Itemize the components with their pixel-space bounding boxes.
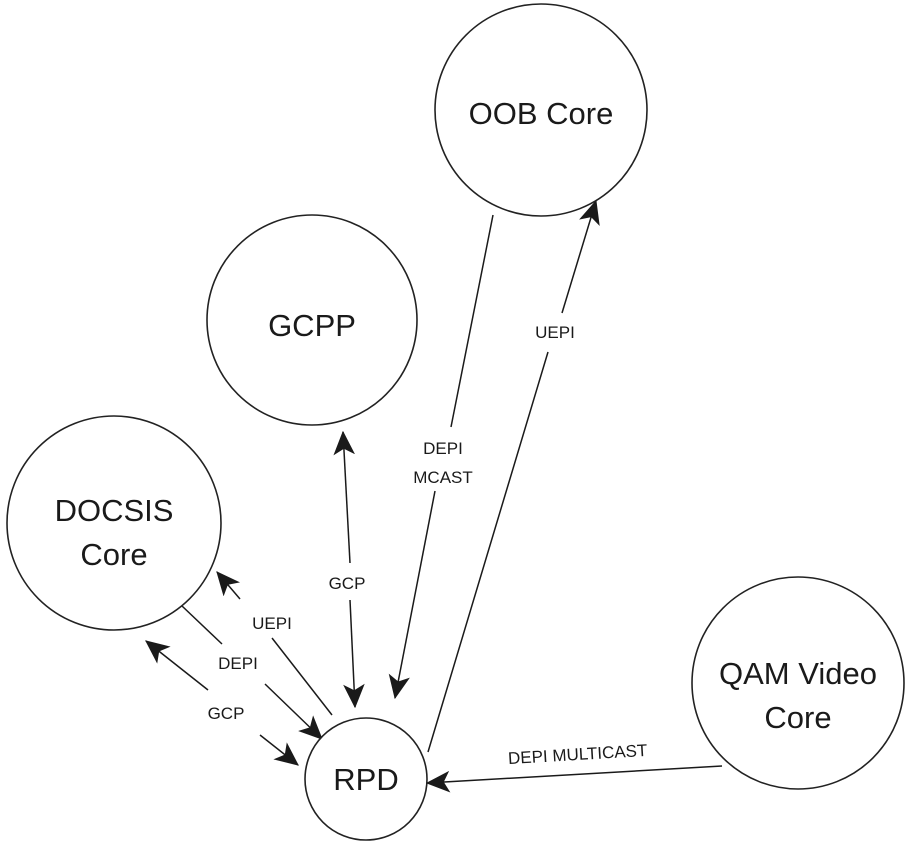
edge-rpd-uepi-oob[interactable]: UEPI — [427, 199, 600, 753]
node-docsis-core[interactable]: DOCSIS Core — [6, 415, 222, 631]
edge-label-oob-depi-mcast-1: DEPI — [423, 439, 463, 458]
edge-rpd-uepi-docsis-line-b — [271, 637, 333, 716]
node-docsis-core-label-2: Core — [80, 537, 147, 572]
edge-label-qam-depi-multicast: DEPI MULTICAST — [507, 741, 647, 768]
node-oob-core-circle — [434, 3, 648, 217]
edges: GCP DEPI UEPI GCP DEPI MCAST — [145, 199, 723, 793]
edge-rpd-uepi-docsis-line-a — [216, 571, 241, 600]
node-docsis-core-circle — [6, 415, 222, 631]
node-qam-video-core-circle — [691, 576, 905, 790]
edge-docsis-gcp-line-a — [145, 640, 209, 691]
edge-docsis-gcp-line-b — [259, 734, 299, 766]
edge-qam-depi-multicast-line — [425, 765, 723, 793]
node-docsis-core-label-1: DOCSIS — [55, 493, 174, 528]
edge-label-oob-depi-mcast-2: MCAST — [413, 468, 473, 487]
node-qam-video-core-label-2: Core — [764, 700, 831, 735]
edge-rpd-uepi-docsis[interactable]: UEPI — [216, 571, 333, 716]
node-oob-core-label: OOB Core — [469, 96, 614, 131]
edge-oob-depi-mcast-line-a — [450, 214, 494, 428]
node-gcpp-label: GCPP — [268, 308, 356, 343]
node-rpd-circle — [304, 717, 428, 841]
node-gcpp[interactable]: GCPP — [206, 214, 418, 426]
edge-gcpp-gcp[interactable]: GCP — [329, 430, 366, 709]
edge-docsis-depi[interactable]: DEPI — [181, 605, 323, 740]
node-gcpp-circle — [206, 214, 418, 426]
edge-qam-depi-multicast[interactable]: DEPI MULTICAST — [425, 741, 723, 793]
edge-rpd-uepi-oob-line-b — [561, 199, 600, 314]
edge-rpd-uepi-oob-line-a — [427, 351, 549, 753]
node-rpd-label: RPD — [333, 762, 398, 797]
edge-label-docsis-depi: DEPI — [218, 654, 258, 673]
node-qam-video-core[interactable]: QAM Video Core — [691, 576, 905, 790]
edge-docsis-gcp[interactable]: GCP — [145, 640, 299, 766]
nodes: OOB Core GCPP DOCSIS Core QAM Video Core… — [6, 3, 905, 841]
edge-docsis-depi-line-b — [264, 683, 323, 740]
edge-label-docsis-gcp: GCP — [208, 704, 245, 723]
edge-docsis-depi-line-a — [181, 605, 223, 645]
edge-label-gcpp-gcp: GCP — [329, 574, 366, 593]
node-qam-video-core-label-1: QAM Video — [719, 656, 877, 691]
node-rpd[interactable]: RPD — [304, 717, 428, 841]
edge-label-rpd-uepi-oob: UEPI — [535, 323, 575, 342]
node-oob-core[interactable]: OOB Core — [434, 3, 648, 217]
edge-gcpp-gcp-line-b — [343, 599, 365, 709]
edge-label-rpd-uepi-docsis: UEPI — [252, 614, 292, 633]
edge-gcpp-gcp-line-a — [333, 430, 356, 564]
edge-oob-depi-mcast-line-b — [388, 490, 436, 700]
edge-oob-depi-mcast[interactable]: DEPI MCAST — [388, 214, 494, 700]
